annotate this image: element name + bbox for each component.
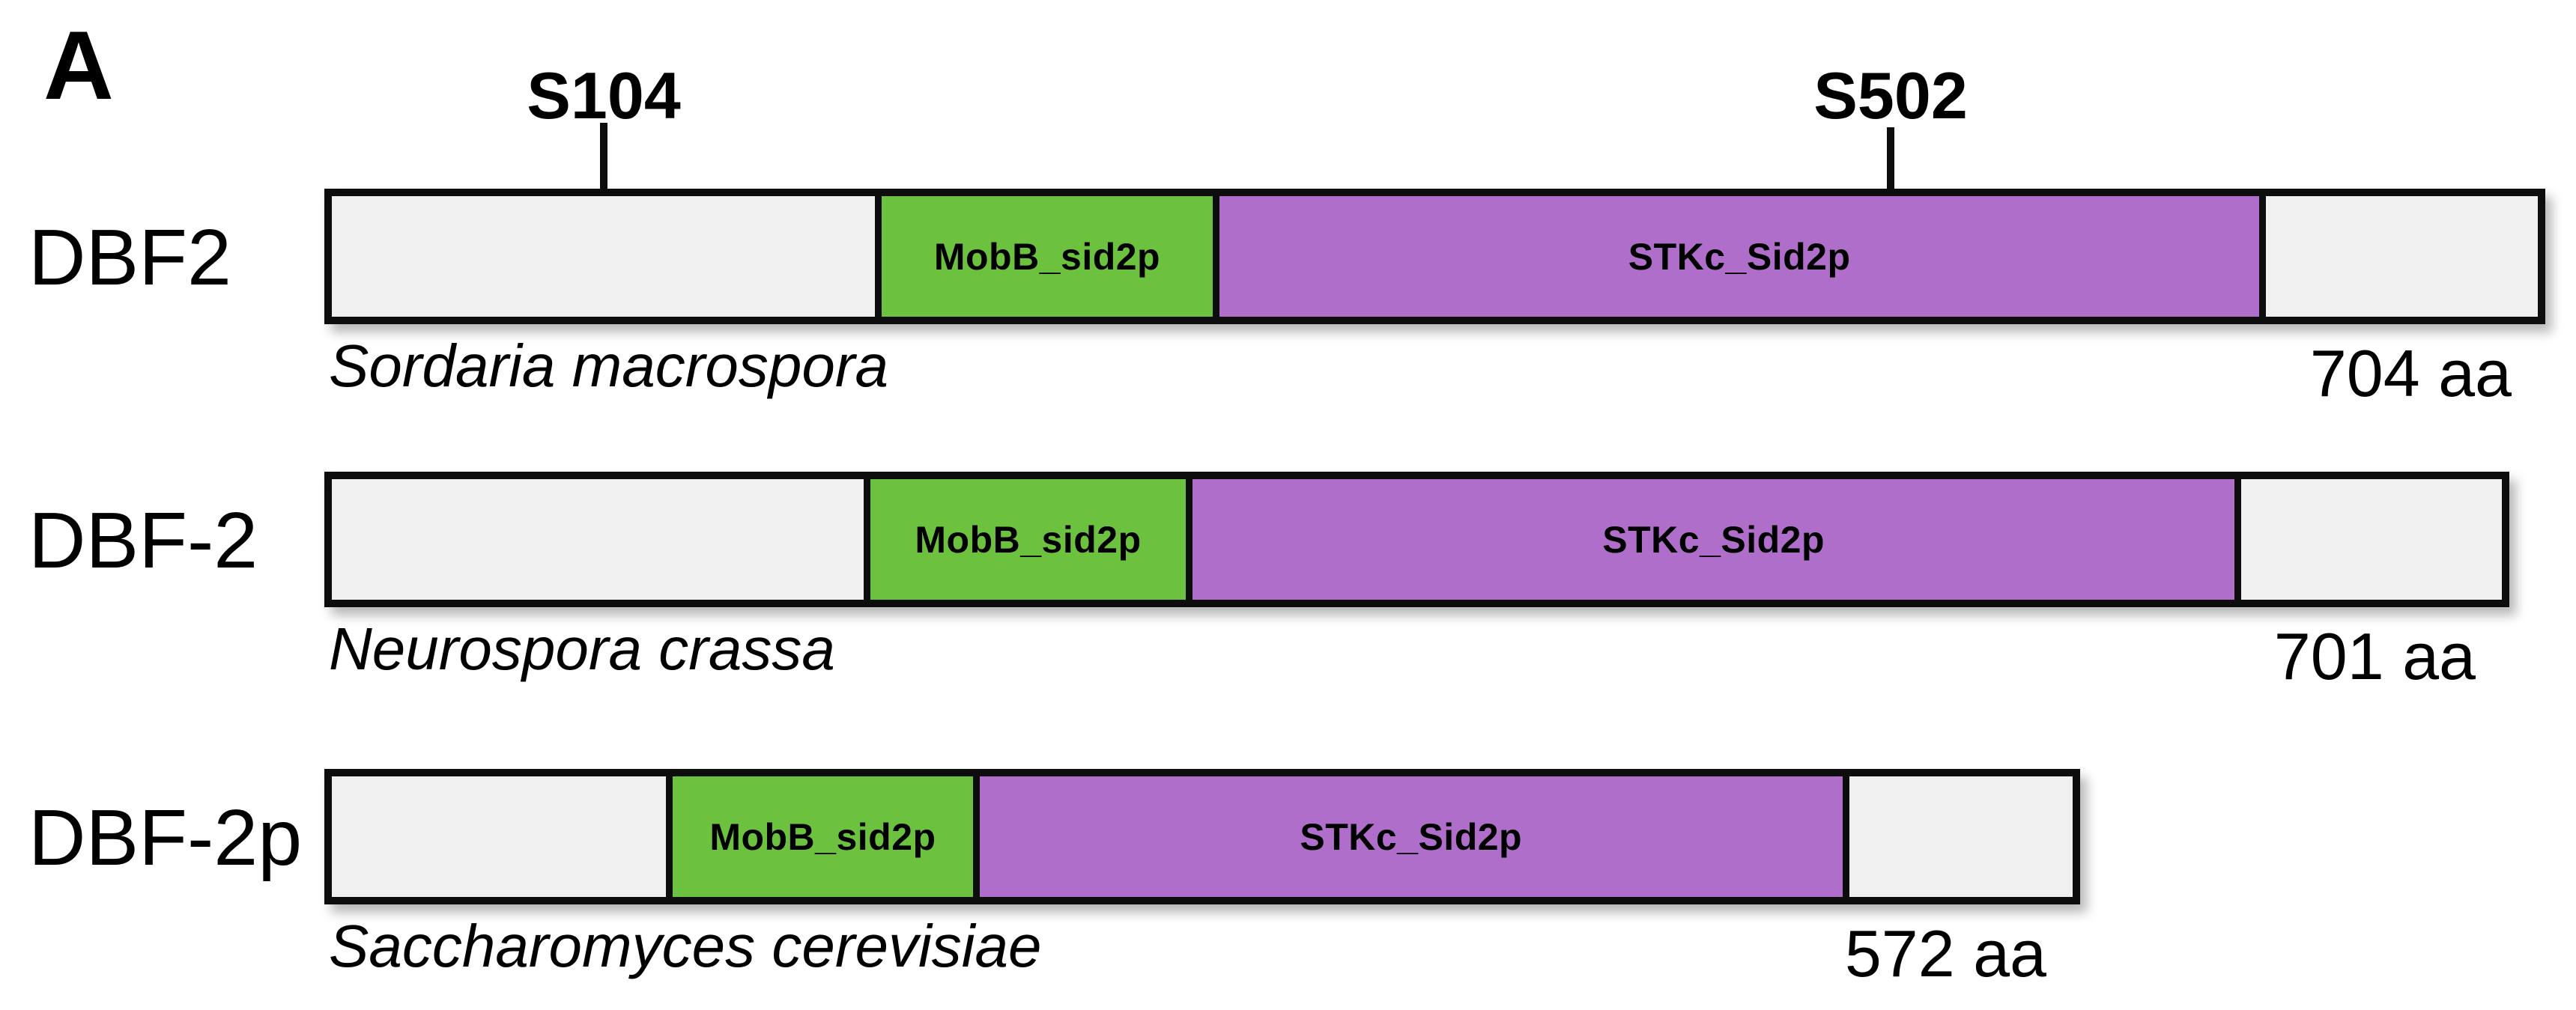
protein-name-label: DBF2 [28, 213, 231, 302]
domain-label: MobB_sid2p [933, 235, 1161, 278]
domain-segment-mobb-sid2p: MobB_sid2p [666, 776, 973, 897]
phospho-site-tick [1887, 127, 1894, 191]
domain-segment-stkc-sid2p: STKc_Sid2p [1212, 196, 2260, 317]
species-label: Sordaria macrospora [329, 332, 888, 399]
phospho-site-label: S502 [1813, 58, 1968, 133]
protein-name-label: DBF-2 [28, 496, 258, 585]
length-label: 572 aa [1844, 916, 2046, 991]
panel-label: A [43, 10, 114, 120]
domain-label: STKc_Sid2p [1628, 235, 1851, 278]
backbone-segment [332, 776, 667, 897]
protein-bar: MobB_sid2p STKc_Sid2p [324, 769, 2080, 904]
backbone-segment [2234, 479, 2502, 600]
backbone-segment [332, 196, 876, 317]
domain-label: MobB_sid2p [709, 815, 936, 858]
protein-name-label: DBF-2p [28, 793, 303, 882]
protein-bar: MobB_sid2p STKc_Sid2p [324, 189, 2545, 324]
backbone-segment [2259, 196, 2538, 317]
backbone-segment [1842, 776, 2073, 897]
domain-segment-stkc-sid2p: STKc_Sid2p [1185, 479, 2235, 600]
phospho-site-tick [600, 123, 607, 191]
domain-segment-mobb-sid2p: MobB_sid2p [864, 479, 1186, 600]
backbone-segment [332, 479, 864, 600]
domain-segment-mobb-sid2p: MobB_sid2p [875, 196, 1213, 317]
length-label: 701 aa [2273, 619, 2476, 693]
domain-segment-stkc-sid2p: STKc_Sid2p [972, 776, 1843, 897]
species-label: Saccharomyces cerevisiae [329, 913, 1042, 979]
domain-label: MobB_sid2p [915, 518, 1142, 561]
length-label: 704 aa [2309, 336, 2512, 410]
protein-bar: MobB_sid2p STKc_Sid2p [324, 472, 2509, 607]
species-label: Neurospora crassa [329, 615, 835, 682]
domain-label: STKc_Sid2p [1300, 815, 1523, 858]
phospho-site-label: S104 [527, 58, 681, 133]
domain-label: STKc_Sid2p [1602, 518, 1825, 561]
